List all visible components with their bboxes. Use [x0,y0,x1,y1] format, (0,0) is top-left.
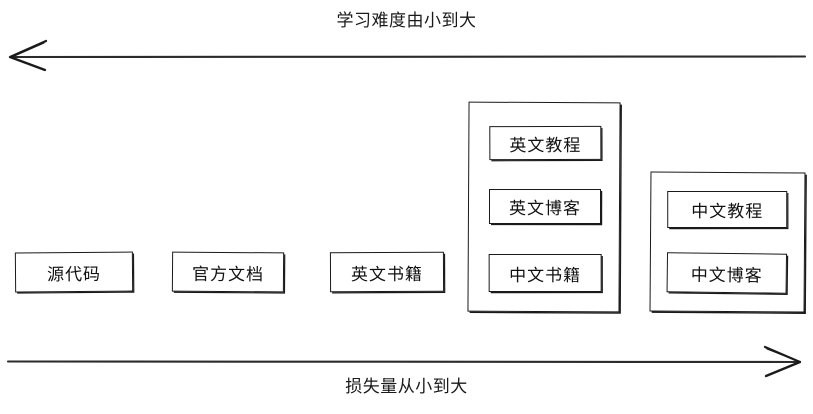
node-label: 英文书籍 [350,264,424,284]
node-label: 英文教程 [509,135,582,155]
node-label: 中文教程 [691,201,764,222]
node-source-code[interactable]: 源代码 [14,251,134,293]
node-english-blog[interactable]: 英文博客 [488,188,602,225]
node-chinese-books[interactable]: 中文书籍 [488,253,602,293]
loss-axis-arrow [6,345,802,378]
node-label: 官方文档 [191,264,265,284]
group-chinese: 中文教程 中文博客 [649,171,806,313]
node-label: 英文博客 [508,198,582,219]
node-label: 源代码 [46,264,102,284]
top-axis-label: 学习难度由小到大 [336,11,477,30]
node-label: 中文书籍 [509,265,582,285]
node-english-books[interactable]: 英文书籍 [329,251,445,293]
bottom-axis-label: 损失量从小到大 [345,377,468,396]
group-english-mid: 英文教程 英文博客 中文书籍 [467,101,621,313]
node-official-docs[interactable]: 官方文档 [171,251,285,293]
difficulty-axis-arrow [8,39,807,72]
node-english-tutorial[interactable]: 英文教程 [489,125,602,161]
node-chinese-tutorial[interactable]: 中文教程 [667,190,788,229]
node-chinese-blog[interactable]: 中文博客 [666,252,788,294]
node-label: 中文博客 [690,265,763,285]
